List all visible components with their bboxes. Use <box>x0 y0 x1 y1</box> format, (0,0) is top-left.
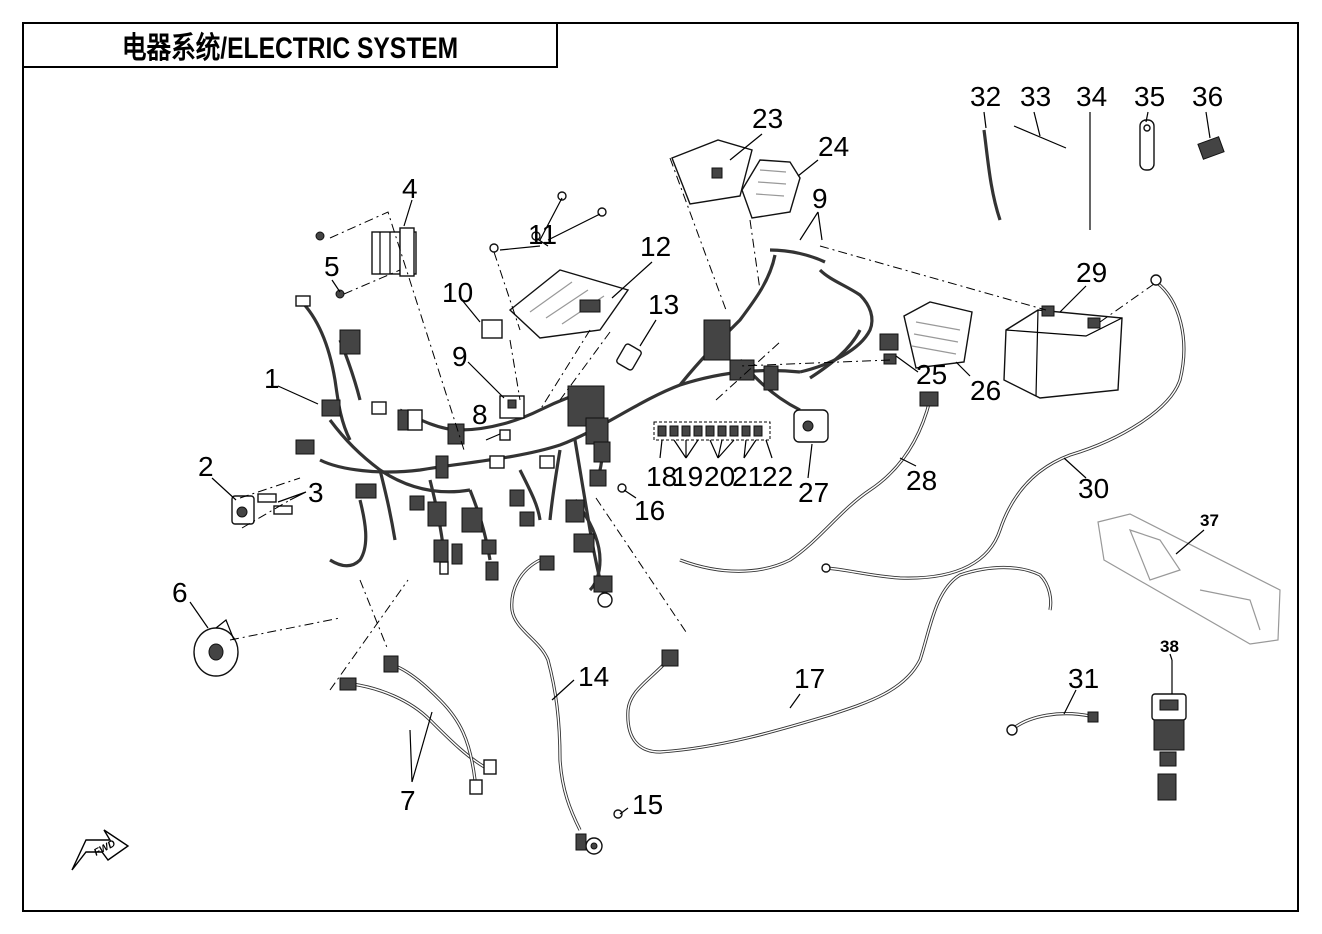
callout-1: 1 <box>264 363 280 394</box>
callout-27: 27 <box>798 477 829 508</box>
part-12-ecu <box>508 269 630 339</box>
callout-26: 26 <box>970 375 1001 406</box>
page-title: 电器系统/ELECTRIC SYSTEM <box>121 32 459 65</box>
fuse-block <box>653 421 771 441</box>
callout-5: 5 <box>324 251 340 282</box>
callout-13: 13 <box>648 289 679 320</box>
callout-34: 34 <box>1076 81 1107 112</box>
part-35-clip <box>1139 119 1155 171</box>
callout-15: 15 <box>632 789 663 820</box>
reference-lines <box>229 157 1155 691</box>
callout-22: 22 <box>762 461 793 492</box>
part-3-screws <box>257 493 293 515</box>
part-2-sensor <box>231 495 255 525</box>
drawing-frame <box>22 22 1299 912</box>
part-29-battery <box>1003 305 1123 399</box>
part-28-cable <box>679 391 939 573</box>
part-30-cable <box>821 274 1186 580</box>
callout-38: 38 <box>1160 637 1179 656</box>
callout-labels: 1 2 3 4 5 6 7 8 9 10 11 12 13 14 15 16 1… <box>172 81 1223 820</box>
callout-14: 14 <box>578 661 609 692</box>
part-10-relay <box>481 319 503 339</box>
callout-25: 25 <box>916 359 947 390</box>
callout-23: 23 <box>752 103 783 134</box>
callout-4: 4 <box>402 173 418 204</box>
callout-6: 6 <box>172 577 188 608</box>
callout-30: 30 <box>1078 473 1109 504</box>
part-26-regulator <box>903 301 973 369</box>
callout-19: 19 <box>672 461 703 492</box>
part-33-tie <box>1013 125 1067 149</box>
callout-37: 37 <box>1200 511 1219 530</box>
callout-9: 9 <box>452 341 468 372</box>
callout-18: 18 <box>646 461 677 492</box>
callout-28: 28 <box>906 465 937 496</box>
callout-33: 33 <box>1020 81 1051 112</box>
part-27-starter-relay <box>793 409 829 443</box>
part-13-bulb <box>616 343 642 371</box>
callout-16: 16 <box>634 495 665 526</box>
callout-21: 21 <box>732 461 763 492</box>
callout-24: 24 <box>818 131 849 162</box>
callout-31: 31 <box>1068 663 1099 694</box>
part-5-screw-a <box>315 231 325 241</box>
callout-8: 8 <box>472 399 488 430</box>
callout-29: 29 <box>1076 257 1107 288</box>
part-14-wire <box>510 555 582 831</box>
part-24-module <box>741 159 801 219</box>
callout-9-upper: 9 <box>812 183 828 214</box>
callout-2: 2 <box>198 451 214 482</box>
part-4-regulator <box>371 227 417 277</box>
callout-11: 11 <box>528 219 557 250</box>
callout-7: 7 <box>400 785 416 816</box>
part-9-relay <box>499 395 525 419</box>
part-8-fastener <box>499 429 511 441</box>
callout-3: 3 <box>308 477 324 508</box>
part-36-connector <box>1197 136 1225 160</box>
part-7-sensors <box>339 655 497 795</box>
callout-35: 35 <box>1134 81 1165 112</box>
part-23-module <box>671 139 753 205</box>
main-wiring-harness <box>295 248 874 608</box>
callout-12: 12 <box>640 231 671 262</box>
title-box: 电器系统/ELECTRIC SYSTEM <box>22 22 558 68</box>
part-37-bracket <box>1097 513 1281 645</box>
callout-17: 17 <box>794 663 825 694</box>
callout-10: 10 <box>442 277 473 308</box>
forward-arrow-icon: FWD <box>71 829 130 871</box>
callout-20: 20 <box>704 461 735 492</box>
callout-32: 32 <box>970 81 1001 112</box>
part-31-ground-strap <box>1006 711 1099 736</box>
part-38-usb-socket <box>1151 660 1187 801</box>
part-15-terminal <box>575 809 623 855</box>
part-6-horn <box>193 619 239 677</box>
part-32-tube <box>982 129 1002 221</box>
leader-lines <box>189 111 1211 815</box>
part-25-connector <box>879 333 899 365</box>
part-17-wire <box>626 565 1053 754</box>
callout-36: 36 <box>1192 81 1223 112</box>
